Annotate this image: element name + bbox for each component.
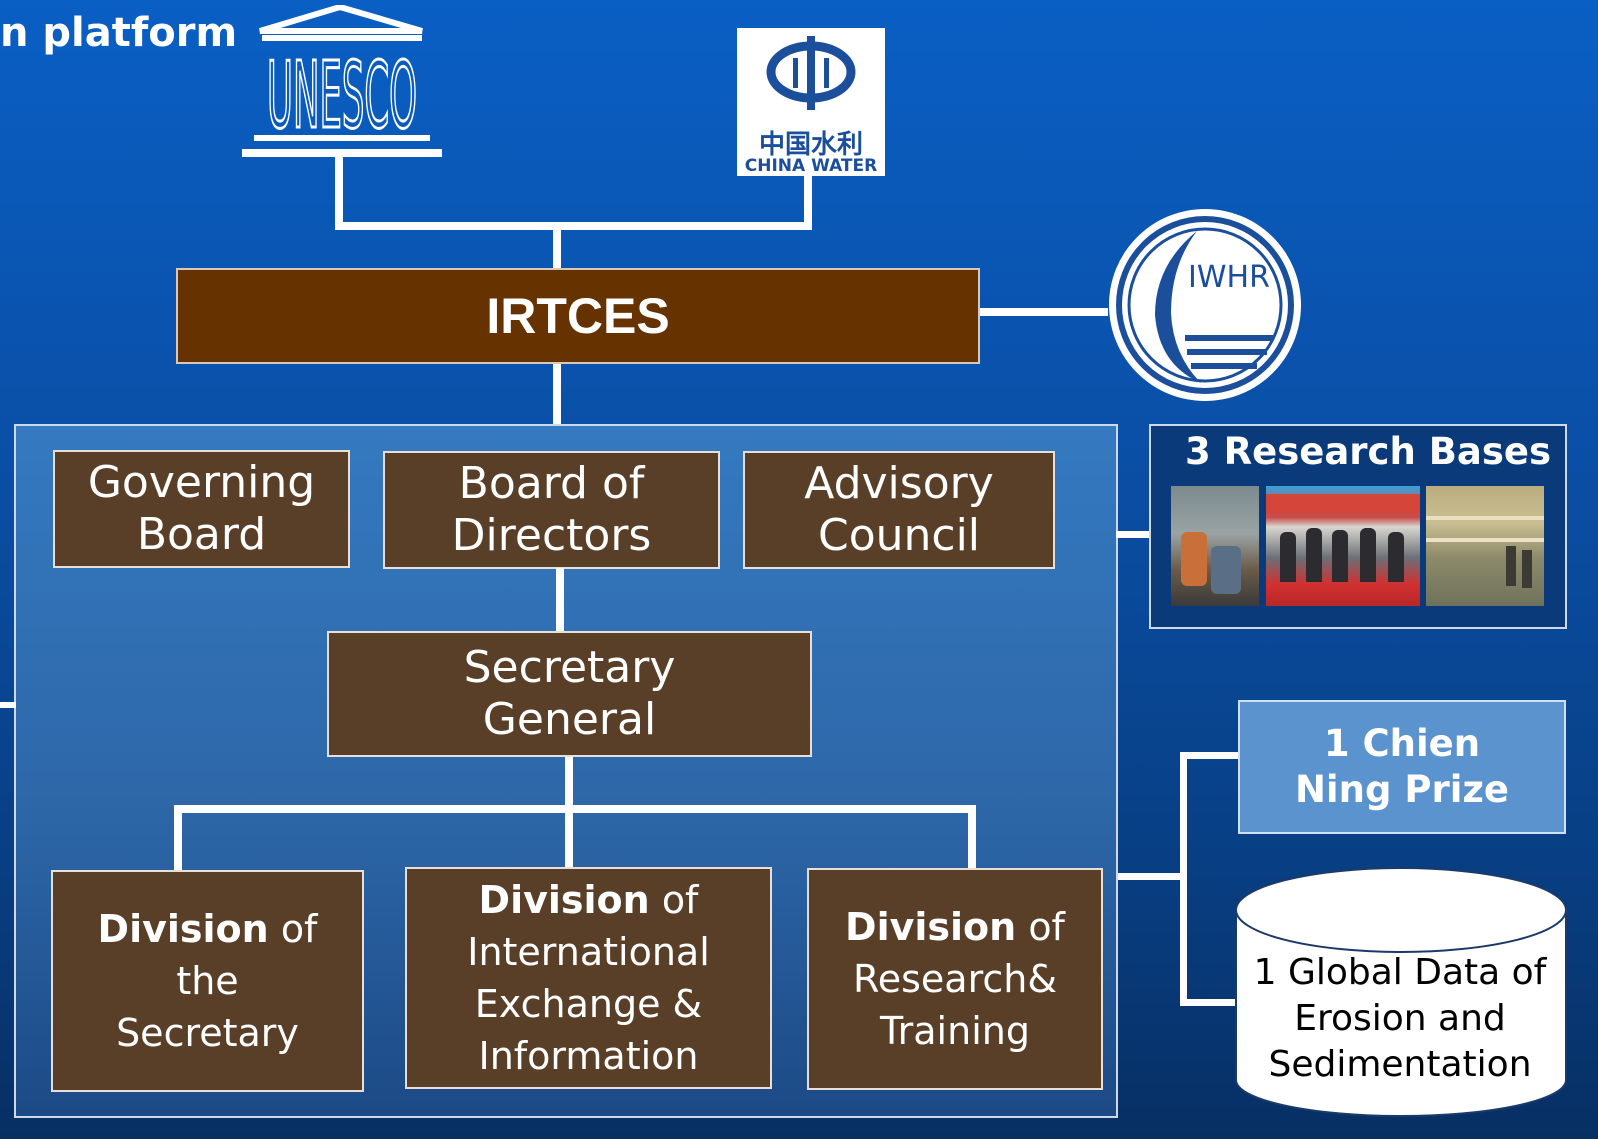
division-secretary-bold: Division	[97, 907, 269, 951]
connector-research-bases	[1116, 531, 1152, 538]
governing-board-box: Governing Board	[53, 450, 350, 568]
connector-database	[1180, 999, 1240, 1006]
division-secretary-box: Division of the Secretary	[51, 870, 364, 1092]
division-international-box: Division of International Exchange & Inf…	[405, 867, 772, 1089]
connector-china-water	[804, 176, 812, 228]
global-database-cylinder	[1235, 867, 1567, 1117]
irtces-box: IRTCES	[176, 268, 980, 364]
connector-irtces-panel	[553, 362, 561, 426]
connector-division-3	[968, 805, 976, 871]
connector-divisions-bar	[174, 805, 976, 813]
research-base-photo-2	[1266, 486, 1420, 606]
governing-board-label: Governing Board	[87, 457, 316, 560]
global-database-label: 1 Global Data of Erosion and Sedimentati…	[1253, 952, 1547, 1085]
china-water-cn: 中国水利	[758, 130, 863, 160]
connector-outputs	[1118, 873, 1184, 880]
iwhr-logo: IWHR	[1109, 209, 1301, 401]
division-secretary-label: of the Secretary	[116, 907, 318, 1055]
unesco-logo-text: UNESCO	[267, 42, 417, 149]
connector-top-bar	[335, 222, 812, 230]
division-research-label: of Research& Training	[853, 905, 1065, 1053]
unesco-logo: UNESCO	[242, 5, 442, 157]
research-base-photo-3	[1426, 486, 1544, 606]
connector-outputs-vertical	[1180, 752, 1187, 1006]
china-water-emblem-icon	[766, 36, 856, 110]
connector-prize	[1180, 752, 1240, 759]
china-water-logo: 中国水利 CHINA WATER	[737, 28, 885, 176]
advisory-council-label: Advisory Council	[804, 458, 994, 561]
research-base-photo-1	[1171, 486, 1259, 606]
secretary-general-label: Secretary General	[463, 642, 676, 745]
board-of-directors-label: Board of Directors	[451, 458, 652, 561]
board-of-directors-box: Board of Directors	[383, 451, 720, 569]
secretary-general-box: Secretary General	[327, 631, 812, 757]
connector-division-1	[174, 805, 182, 871]
connector-left-edge	[0, 702, 16, 708]
connector-to-irtces	[553, 226, 561, 270]
slide-title: n platform	[0, 10, 238, 56]
irtces-label: IRTCES	[486, 288, 670, 344]
china-water-en: CHINA WATER	[744, 156, 878, 176]
chien-ning-prize-label: 1 Chien Ning Prize	[1294, 722, 1510, 811]
division-international-bold: Division	[478, 878, 650, 922]
iwhr-logo-text: IWHR	[1188, 260, 1270, 295]
chien-ning-prize-box: 1 Chien Ning Prize	[1238, 700, 1566, 834]
division-research-bold: Division	[845, 905, 1017, 949]
division-international-label: of International Exchange & Information	[467, 878, 710, 1078]
connector-iwhr	[978, 308, 1108, 316]
advisory-council-box: Advisory Council	[743, 451, 1055, 569]
division-research-box: Division of Research& Training	[807, 868, 1103, 1090]
research-bases-title: 3 Research Bases	[1185, 430, 1552, 473]
research-bases-panel: 3 Research Bases	[1149, 424, 1567, 629]
connector-unesco	[335, 150, 343, 228]
connector-sg-divisions	[565, 757, 573, 869]
connector-board-sg	[556, 568, 564, 632]
